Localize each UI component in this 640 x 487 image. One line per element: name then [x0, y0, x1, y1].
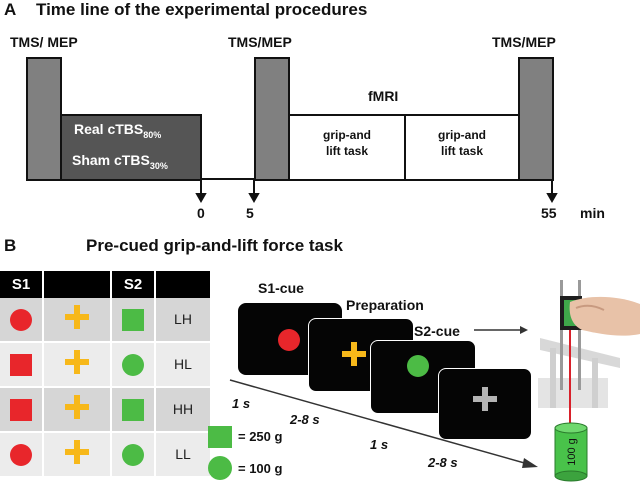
table-row: LH — [0, 298, 210, 343]
ctbs-box — [60, 114, 202, 181]
s2-cue-arrow — [474, 326, 528, 334]
header-blank-1 — [43, 271, 112, 298]
condition-table: S1 S2 LH HL HH LL — [0, 271, 210, 478]
legend-text-250g: = 250 g — [238, 429, 283, 444]
time-axis-arrow — [229, 379, 538, 468]
s1-cue-label: S1-cue — [258, 280, 304, 296]
yellow-plus-icon — [65, 395, 89, 419]
tms-label-3: TMS/MEP — [492, 34, 556, 50]
timeline-baseline — [200, 178, 256, 180]
tms-box-2 — [254, 57, 290, 181]
red-square-icon — [10, 398, 32, 421]
s2-cue-label: S2-cue — [414, 323, 460, 339]
green-square-icon — [122, 398, 144, 421]
legend-circle-icon — [208, 456, 232, 480]
time-unit: min — [580, 205, 605, 221]
condition-label: LL — [175, 445, 191, 462]
red-square-icon — [10, 353, 32, 376]
green-circle-icon — [122, 353, 144, 376]
table-row: HL — [0, 342, 210, 388]
preparation-label: Preparation — [346, 297, 424, 313]
yellow-plus-icon — [65, 305, 89, 329]
task-box-1 — [288, 114, 406, 181]
yellow-plus-icon — [342, 342, 366, 366]
fmri-label: fMRI — [368, 88, 399, 104]
tms-label-2: TMS/MEP — [228, 34, 292, 50]
timeline-arrows — [195, 180, 558, 204]
panel-a-title: Time line of the experimental procedures — [36, 0, 368, 19]
panel-b-letter: B — [4, 236, 17, 255]
green-circle-icon — [407, 355, 429, 377]
condition-label: LH — [174, 310, 192, 327]
red-circle-icon — [10, 308, 32, 331]
legend-text-100g: = 100 g — [238, 461, 283, 476]
condition-label: HL — [174, 355, 192, 372]
tick-label-5: 5 — [246, 205, 254, 221]
time-label-3: 1 s — [370, 437, 389, 452]
gray-plus-icon — [473, 387, 497, 411]
legend-square-icon — [208, 426, 232, 448]
time-label-2: 2-8 s — [290, 412, 320, 427]
real-ctbs-label: Real cTBS80% — [74, 121, 162, 140]
tms-box-3 — [518, 57, 554, 181]
screen-go — [438, 368, 532, 440]
header-s1: S1 — [0, 271, 44, 298]
header-s2: S2 — [111, 271, 156, 298]
tms-label-1: TMS/ MEP — [10, 34, 78, 50]
panel-b-title: Pre-cued grip-and-lift force task — [86, 236, 343, 255]
green-circle-icon — [122, 443, 144, 466]
sham-ctbs-label: Sham cTBS30% — [72, 152, 168, 171]
yellow-plus-icon — [65, 440, 89, 464]
header-blank-2 — [155, 271, 210, 298]
red-circle-icon — [278, 329, 300, 351]
grip-apparatus-illustration: 100 g — [538, 280, 640, 482]
weight-label: 100 g — [566, 438, 578, 466]
green-square-icon — [122, 308, 144, 331]
tms-box-1 — [26, 57, 62, 181]
tick-label-0: 0 — [197, 205, 205, 221]
task-box-2 — [404, 114, 520, 181]
table-row: HH — [0, 387, 210, 433]
time-label-4: 2-8 s — [428, 455, 458, 470]
time-label-1: 1 s — [232, 396, 251, 411]
condition-label: HH — [172, 400, 194, 417]
red-circle-icon — [10, 443, 32, 466]
table-row: LL — [0, 432, 210, 478]
panel-a-letter: A — [4, 0, 17, 19]
yellow-plus-icon — [65, 350, 89, 374]
tick-label-55: 55 — [541, 205, 557, 221]
